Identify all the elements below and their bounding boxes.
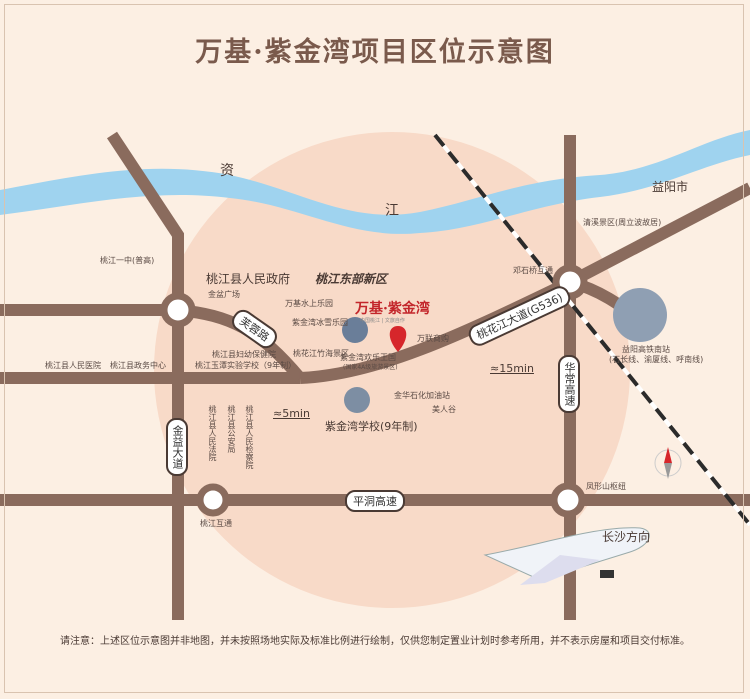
station-photo [613,288,667,342]
label-waterpark: 万基水上乐园 [285,299,333,308]
label-station-sub: (石长线、渝厦线、呼南线) [609,355,704,364]
roundabout-fengxing [550,482,586,518]
compass-icon [654,447,682,479]
label-fengxing: 凤形山枢纽 [586,482,626,491]
label-govcenter: 桃江县政务中心 [110,361,166,370]
label-station: 益阳高铁南站 [622,345,670,354]
label-gas: 金华石化加油站 [394,391,450,400]
roundabout-taojiang [196,483,230,517]
time-15min: ≈15min [490,362,534,375]
label-happy-sub: (国家4A级旅游景区) [343,364,398,371]
label-newdistrict: 桃江东部新区 [315,272,388,286]
label-dengshiqiao: 邓石桥互通 [513,266,553,275]
road-label-huachang: 华常高速 [558,355,580,413]
project-logo-sub: 中国桃江 | 文旅自作 [360,318,405,324]
label-school1: 桃江一中(普高) [100,256,155,265]
label-procuratorate: 桃江县人民检察院 [245,405,254,469]
label-icepark: 紫金湾冰雪乐园 [292,318,348,327]
roundabout-left [160,292,196,328]
page-title: 万基·紫金湾项目区位示意图 [195,37,555,68]
label-court: 桃江县人民法院 [208,405,217,461]
railway [433,133,750,527]
label-meirengu: 美人谷 [432,405,456,414]
label-hospital: 桃江县人民医院 [45,361,101,370]
river-label: 江 [385,203,399,219]
label-happy: 紫金湾欢乐王国 [340,353,396,362]
label-wanlian: 万联商购 [417,334,449,343]
label-yiyang: 益阳市 [652,180,689,194]
label-qingxi: 清溪景区(周立波故居) [583,218,662,227]
happy-photo [342,317,368,343]
road-label-jinyi: 金益大道 [166,418,188,476]
label-bamboo: 桃花江竹海景区 [293,349,349,358]
label-jinpan: 金盆广场 [208,290,240,299]
road-label-pingdong: 平洞高速 [345,490,405,512]
project-pin-icon [389,326,407,352]
label-yutan: 桃江玉潭实验学校（9年制） [195,361,297,370]
school-photo [344,387,370,413]
airplane-icon [483,527,650,585]
radius-circle [154,132,630,608]
label-taojiang-ic: 桃江互通 [200,519,232,528]
project-logo: 万基·紫金湾 [355,301,430,317]
disclaimer: 请注意：上述区位示意图并非地图，并未按照场地实际及标准比例进行绘制，仅供您制定置… [60,636,690,647]
time-5min: ≈5min [273,407,310,420]
label-changsha: 长沙方向 [602,530,651,544]
label-police: 桃江县公安局 [227,405,236,453]
label-gov: 桃江县人民政府 [206,272,291,286]
road-jinyi [106,131,184,620]
river-label: 资 [220,163,234,179]
label-maternal: 桃江县妇幼保健院 [212,350,276,359]
label-zjwschool: 紫金湾学校(9年制) [325,420,418,433]
road-ne [567,182,750,288]
